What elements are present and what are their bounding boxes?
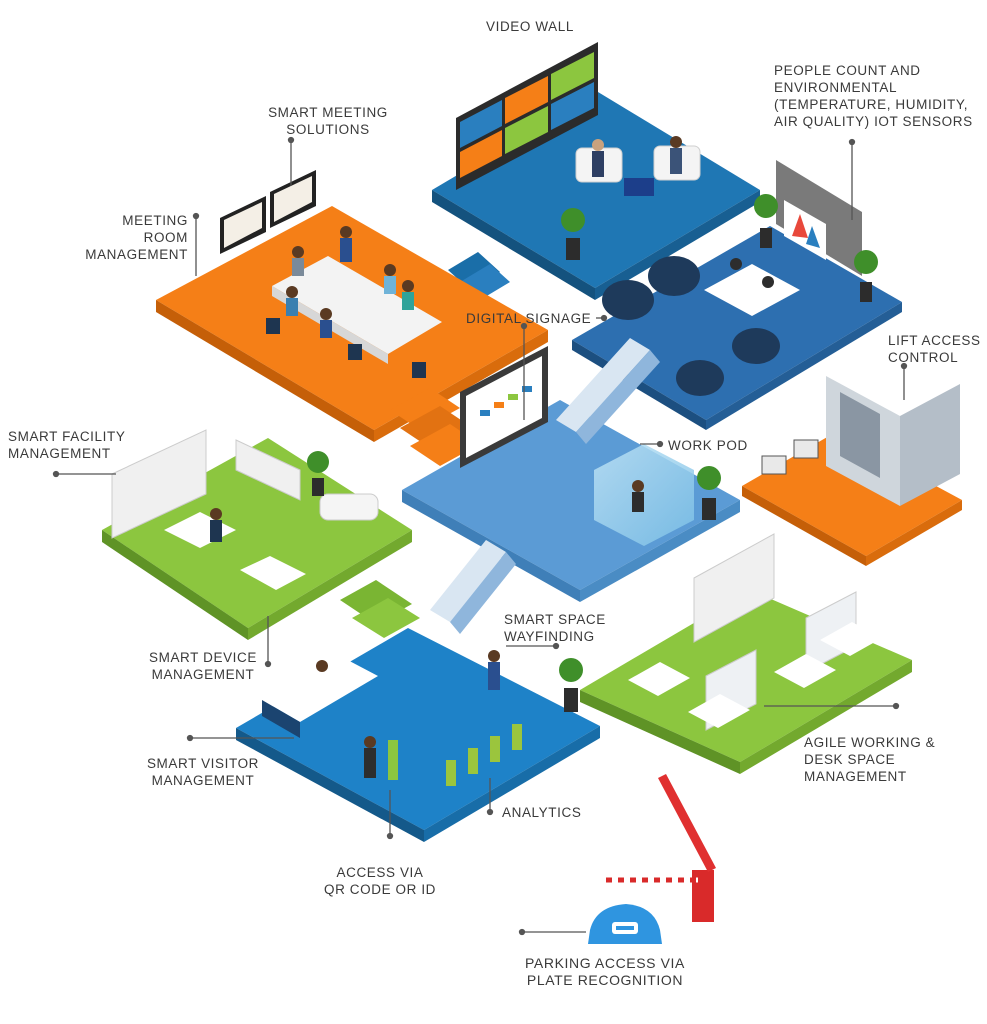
label-smart-facility: SMART FACILITY MANAGEMENT	[8, 429, 126, 461]
parking-barrier	[600, 774, 716, 922]
label-digital-signage: DIGITAL SIGNAGE	[466, 311, 592, 326]
label-people-count-iot: PEOPLE COUNT AND ENVIRONMENTAL (TEMPERAT…	[774, 63, 973, 129]
reception-floor	[236, 540, 600, 842]
label-smart-visitor: SMART VISITOR MANAGEMENT	[146, 756, 260, 788]
central-floor	[402, 338, 740, 602]
meeting-room-floor	[156, 170, 548, 466]
label-access-qr: ACCESS VIA QR CODE OR ID	[323, 865, 437, 897]
label-meeting-room: MEETING ROOM MANAGEMENT	[85, 213, 188, 262]
agile-working-floor	[580, 533, 912, 774]
label-smart-device: SMART DEVICE MANAGEMENT	[149, 650, 257, 682]
label-smart-meeting: SMART MEETING SOLUTIONS	[268, 105, 388, 137]
label-parking-access: PARKING ACCESS VIA PLATE RECOGNITION	[525, 955, 685, 988]
label-smart-space-wayfinding: SMART SPACE WAYFINDING	[504, 612, 606, 644]
label-lift-access: LIFT ACCESS CONTROL	[888, 333, 981, 365]
lift-access-floor	[742, 376, 962, 566]
video-wall-screens	[456, 42, 598, 190]
smart-facility-floor	[102, 429, 420, 640]
label-analytics: ANALYTICS	[502, 805, 582, 820]
video-wall-floor	[432, 42, 760, 300]
iot-sensor-room	[572, 160, 902, 430]
leader-lines	[52, 136, 908, 936]
label-work-pod: WORK POD	[668, 438, 748, 453]
label-video-wall: VIDEO WALL	[485, 19, 575, 34]
label-agile-working: AGILE WORKING & DESK SPACE MANAGEMENT	[804, 735, 936, 784]
car-icon	[588, 904, 662, 944]
